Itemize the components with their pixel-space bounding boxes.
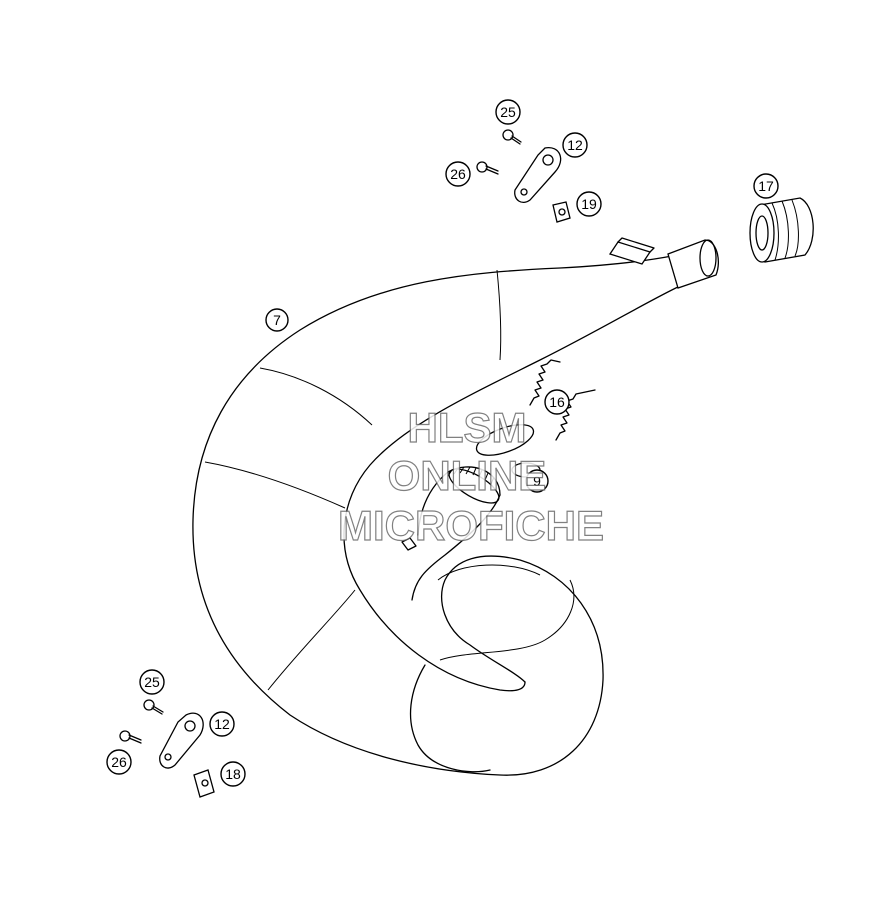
callout-9-label: 9 bbox=[533, 473, 541, 489]
bottom-mount-hardware bbox=[119, 699, 215, 798]
callout-17-label: 17 bbox=[758, 178, 774, 194]
callout-26-bottom-label: 26 bbox=[111, 754, 127, 770]
callout-17: 17 bbox=[753, 173, 779, 199]
exhaust-pipe bbox=[192, 237, 720, 776]
callout-18-label: 18 bbox=[225, 766, 241, 782]
callout-25-top-label: 25 bbox=[500, 104, 516, 120]
callout-26-top-label: 26 bbox=[450, 166, 466, 182]
callout-12-top: 12 bbox=[562, 132, 588, 158]
watermark: HLSM ONLINE MICROFICHE bbox=[337, 403, 604, 549]
watermark-line-2: ONLINE bbox=[388, 452, 547, 499]
callout-7-label: 7 bbox=[273, 312, 281, 328]
silencer-rubber-connector bbox=[749, 197, 814, 263]
top-mount-hardware bbox=[476, 129, 571, 223]
callout-18: 18 bbox=[220, 761, 246, 787]
callout-12-bottom: 12 bbox=[209, 711, 235, 737]
callout-25-bottom: 25 bbox=[139, 669, 165, 695]
watermark-line-3: MICROFICHE bbox=[338, 502, 604, 549]
callout-19: 19 bbox=[576, 191, 602, 217]
callout-16-label: 16 bbox=[549, 394, 565, 410]
exhaust-springs bbox=[529, 359, 596, 441]
callout-26-bottom: 26 bbox=[106, 749, 132, 775]
watermark-line-1: HLSM bbox=[408, 404, 527, 451]
callout-19-label: 19 bbox=[581, 196, 597, 212]
callout-26-top: 26 bbox=[445, 161, 471, 187]
callout-25-top: 25 bbox=[495, 99, 521, 125]
callout-25-bottom-label: 25 bbox=[144, 674, 160, 690]
callout-9: 9 bbox=[525, 469, 549, 493]
callout-7: 7 bbox=[265, 308, 289, 332]
callout-16: 16 bbox=[544, 389, 570, 415]
callout-12-top-label: 12 bbox=[567, 137, 583, 153]
callout-12-bottom-label: 12 bbox=[214, 716, 230, 732]
